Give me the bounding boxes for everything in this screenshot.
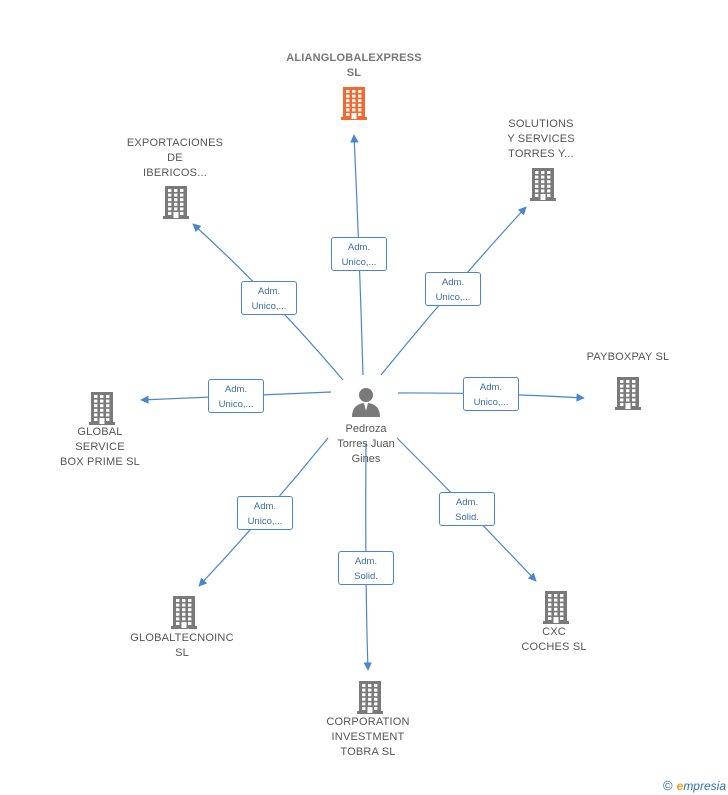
person-icon[interactable]: [349, 385, 383, 417]
company-label-line: GLOBAL: [77, 426, 123, 438]
company-label-line: BOX PRIME SL: [59, 456, 141, 468]
copyright-icon: ©: [663, 778, 673, 793]
role-label-globaltecnoinc[interactable]: Adm. Unico,...: [237, 496, 293, 530]
company-label-corporation[interactable]: CORPORATION INVESTMENT TOBRA SL: [288, 715, 448, 760]
person-label-line: Torres Juan: [337, 438, 395, 450]
company-label-line: IBERICOS...: [143, 167, 207, 179]
company-label-line: TOBRA SL: [340, 746, 396, 758]
role-label-line: Unico,...: [435, 292, 471, 303]
company-label-line: GLOBALTECNOINC: [130, 632, 234, 644]
building-icon[interactable]: [613, 376, 643, 410]
company-label-line: SL: [175, 647, 189, 659]
company-label-line: CORPORATION: [326, 716, 410, 728]
company-label-line: PAYBOXPAY SL: [586, 351, 670, 363]
company-label-line: INVESTMENT: [331, 731, 405, 743]
role-label-line: Adm.: [224, 384, 248, 395]
building-icon[interactable]: [169, 595, 199, 629]
role-label-line: Adm.: [479, 382, 503, 393]
building-icon[interactable]: [541, 590, 571, 624]
person-label-line: Gines: [351, 453, 381, 465]
company-label-payboxpay[interactable]: PAYBOXPAY SL: [548, 350, 708, 365]
role-label-line: Adm.: [253, 501, 277, 512]
company-label-line: CXC: [542, 626, 566, 638]
company-label-line: SOLUTIONS: [508, 118, 574, 130]
building-icon[interactable]: [355, 680, 385, 714]
company-label-line: DE: [167, 152, 183, 164]
role-label-payboxpay[interactable]: Adm. Unico,...: [463, 377, 519, 411]
role-label-line: Unico,...: [218, 399, 254, 410]
role-label-alianglobalexpress[interactable]: Adm. Unico,...: [331, 237, 387, 271]
role-label-line: Adm.: [441, 277, 465, 288]
role-label-line: Solid.: [354, 571, 378, 582]
company-label-line: SL: [346, 67, 362, 79]
role-label-line: Unico,...: [473, 397, 509, 408]
building-icon[interactable]: [528, 167, 558, 201]
company-label-solutions[interactable]: SOLUTIONS Y SERVICES TORRES Y...: [461, 117, 621, 162]
company-label-line: EXPORTACIONES: [126, 137, 224, 149]
building-icon[interactable]: [87, 391, 117, 425]
role-label-line: Adm.: [257, 286, 281, 297]
role-label-line: Unico,...: [251, 301, 287, 312]
company-label-exportaciones[interactable]: EXPORTACIONES DE IBERICOS...: [95, 136, 255, 181]
person-label-line: Pedroza: [345, 423, 387, 435]
building-icon[interactable]: [161, 185, 191, 219]
company-label-line: ALIANGLOBALEXPRESS: [286, 52, 422, 64]
role-label-global-service[interactable]: Adm. Unico,...: [208, 379, 264, 413]
company-label-globaltecnoinc[interactable]: GLOBALTECNOINC SL: [102, 631, 262, 661]
company-label-line: Y SERVICES: [507, 133, 575, 145]
footer-brand: © empresia: [663, 778, 726, 793]
role-label-line: Unico,...: [341, 257, 377, 268]
company-label-line: SERVICE: [75, 441, 125, 453]
role-label-line: Unico,...: [247, 516, 283, 527]
building-icon[interactable]: [339, 86, 369, 120]
company-label-line: COCHES SL: [521, 641, 587, 653]
role-label-line: Adm.: [455, 497, 479, 508]
role-label-corporation[interactable]: Adm. Solid.: [338, 551, 394, 585]
role-label-line: Adm.: [347, 242, 371, 253]
company-label-line: TORRES Y...: [508, 148, 574, 160]
role-label-cxc[interactable]: Adm. Solid.: [439, 492, 495, 526]
company-label-cxc[interactable]: CXC COCHES SL: [474, 625, 634, 655]
brand-logo: empresia: [676, 778, 726, 793]
company-label-alianglobalexpress[interactable]: ALIANGLOBALEXPRESS SL: [274, 51, 434, 81]
role-label-exportaciones[interactable]: Adm. Unico,...: [241, 281, 297, 315]
role-label-line: Adm.: [354, 556, 378, 567]
role-label-solutions[interactable]: Adm. Unico,...: [425, 272, 481, 306]
company-label-global-service[interactable]: GLOBAL SERVICE BOX PRIME SL: [20, 425, 180, 470]
role-label-line: Solid.: [455, 512, 479, 523]
